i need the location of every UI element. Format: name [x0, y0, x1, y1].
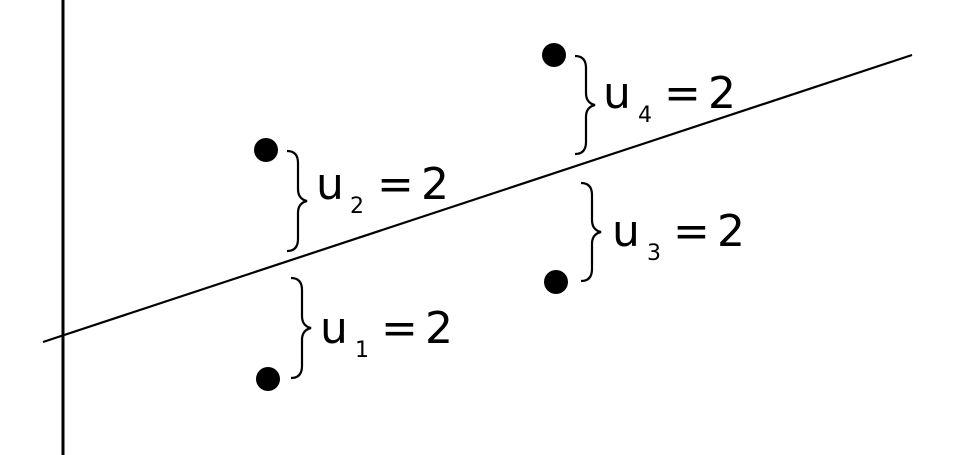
data-point-2 [254, 138, 278, 162]
residual-symbol: u [612, 206, 640, 257]
residual-symbol: u [316, 159, 344, 210]
data-point-1 [256, 367, 280, 391]
residual-brace-2 [286, 149, 308, 253]
residual-label-3: u 3 = 2 [612, 206, 745, 266]
residual-value: 2 [421, 159, 449, 210]
residual-symbol: u [320, 303, 348, 354]
equals-sign: = [377, 159, 414, 210]
residual-brace-1 [290, 276, 312, 380]
residual-symbol: u [603, 68, 631, 119]
regression-line [42, 53, 913, 344]
residual-brace-3 [580, 181, 602, 283]
residual-value: 2 [717, 206, 745, 257]
residual-label-2: u 2 = 2 [316, 159, 449, 219]
residual-brace-4 [574, 54, 596, 156]
residual-label-1: u 1 = 2 [320, 303, 453, 363]
residual-value: 2 [425, 303, 453, 354]
residual-subscript: 1 [355, 338, 369, 363]
residual-value: 2 [708, 68, 736, 119]
data-point-3 [544, 270, 568, 294]
residual-label-4: u 4 = 2 [603, 68, 736, 128]
residual-subscript: 2 [350, 194, 364, 219]
residual-subscript: 3 [647, 241, 661, 266]
residual-subscript: 4 [638, 103, 652, 128]
equals-sign: = [673, 206, 710, 257]
equals-sign: = [381, 303, 418, 354]
equals-sign: = [664, 68, 701, 119]
data-point-4 [542, 43, 566, 67]
